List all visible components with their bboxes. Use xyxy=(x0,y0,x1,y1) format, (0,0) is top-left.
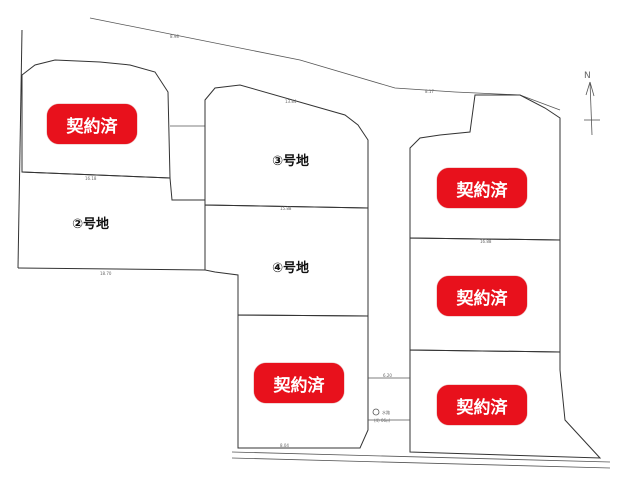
dim-label: 18.70 xyxy=(100,271,112,276)
left-boundary xyxy=(17,29,23,269)
road-boundary-bottom xyxy=(231,451,611,469)
contracted-badge: 契約済 xyxy=(47,104,137,144)
dim-label: 8.04 xyxy=(280,443,289,448)
road-boundary-top xyxy=(89,17,561,111)
lot-3-label: ③号地 xyxy=(272,153,309,169)
waterway-area: (4) 06㎡ xyxy=(374,417,390,423)
contracted-badge: 契約済 xyxy=(437,276,527,316)
lot-lower-middle-boundary xyxy=(237,314,369,449)
waterway-label: 水路 xyxy=(382,409,390,415)
lot-right-bottom-boundary xyxy=(409,349,602,459)
dim-label: 6.20 xyxy=(383,373,392,378)
lot-4-boundary xyxy=(204,204,369,317)
svg-text:N: N xyxy=(584,71,591,81)
dim-label: 16.18 xyxy=(85,176,97,181)
waterway-boundary xyxy=(368,377,410,421)
dim-label: 8.98 xyxy=(170,34,179,39)
lot-4-label: ④号地 xyxy=(272,260,309,276)
contracted-badge: 契約済 xyxy=(437,168,527,208)
dim-label: 16.88 xyxy=(480,239,492,244)
waterway-marker xyxy=(372,408,380,416)
dim-label: 13.84 xyxy=(285,99,297,104)
contracted-badge: 契約済 xyxy=(254,363,344,403)
dim-label: 8.17 xyxy=(425,89,434,94)
lot-2-label: ②号地 xyxy=(72,216,109,232)
north-arrow-icon: N xyxy=(584,71,600,136)
dim-label: 15.88 xyxy=(280,206,292,211)
lot-2-lower xyxy=(17,171,206,271)
contracted-badge: 契約済 xyxy=(437,385,527,425)
